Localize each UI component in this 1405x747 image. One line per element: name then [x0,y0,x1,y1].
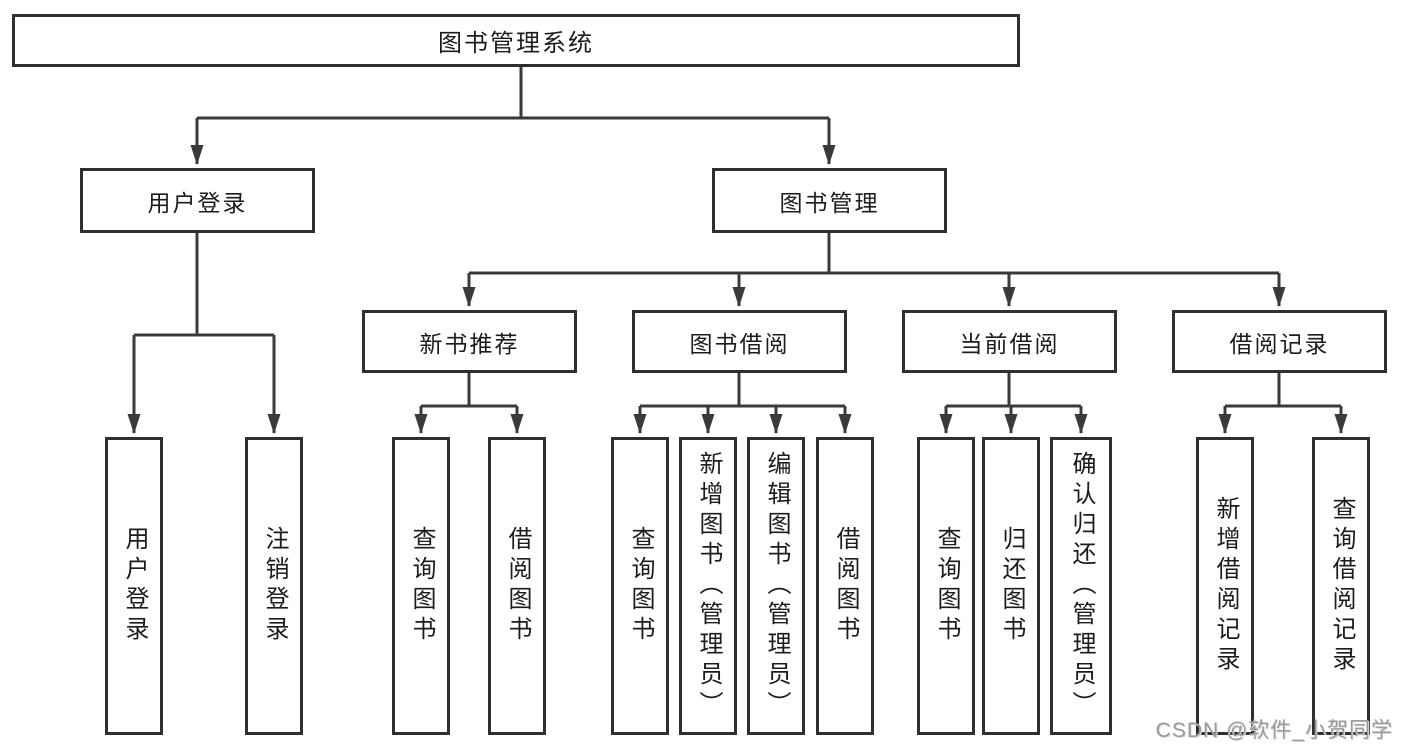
leaf-add-book-admin: 新增图书（管理员） [679,437,737,735]
leaf-confirm-return-admin-label: 确认归还（管理员） [1068,451,1095,721]
leaf-query-books-current: 查询图书 [917,437,975,735]
leaf-borrow-books-label: 借阅图书 [832,526,859,646]
node-user-login: 用户登录 [80,168,315,233]
leaf-logout: 注销登录 [245,437,303,735]
leaf-user-login-label: 用户登录 [121,526,148,646]
leaf-add-borrow-record-label: 新增借阅记录 [1212,496,1239,676]
leaf-query-borrow-record-label: 查询借阅记录 [1328,496,1355,676]
leaf-add-book-admin-label: 新增图书（管理员） [695,451,722,721]
leaf-query-books-current-label: 查询图书 [933,526,960,646]
node-borrow-records: 借阅记录 [1172,310,1387,373]
leaf-query-borrow-record: 查询借阅记录 [1312,437,1370,735]
leaf-borrow-books-recommend-label: 借阅图书 [504,526,531,646]
leaf-confirm-return-admin: 确认归还（管理员） [1050,437,1112,735]
node-book-borrow: 图书借阅 [632,310,847,373]
leaf-query-books-borrow-label: 查询图书 [627,526,654,646]
leaf-return-book: 归还图书 [982,437,1040,735]
leaf-borrow-books: 借阅图书 [816,437,874,735]
leaf-query-books-recommend-label: 查询图书 [408,526,435,646]
leaf-logout-label: 注销登录 [261,526,288,646]
csdn-watermark: CSDN @软件_小贺同学 [1155,719,1393,742]
node-root-library-system: 图书管理系统 [12,14,1020,67]
leaf-user-login: 用户登录 [105,437,163,735]
leaf-query-books-borrow: 查询图书 [611,437,669,735]
node-new-book-recommend: 新书推荐 [362,310,577,373]
leaf-return-book-label: 归还图书 [998,526,1025,646]
leaf-edit-book-admin-label: 编辑图书（管理员） [763,451,790,721]
leaf-borrow-books-recommend: 借阅图书 [488,437,546,735]
node-current-borrow: 当前借阅 [902,310,1117,373]
node-book-management: 图书管理 [712,168,947,233]
leaf-edit-book-admin: 编辑图书（管理员） [747,437,805,735]
leaf-query-books-recommend: 查询图书 [392,437,450,735]
leaf-add-borrow-record: 新增借阅记录 [1196,437,1254,735]
